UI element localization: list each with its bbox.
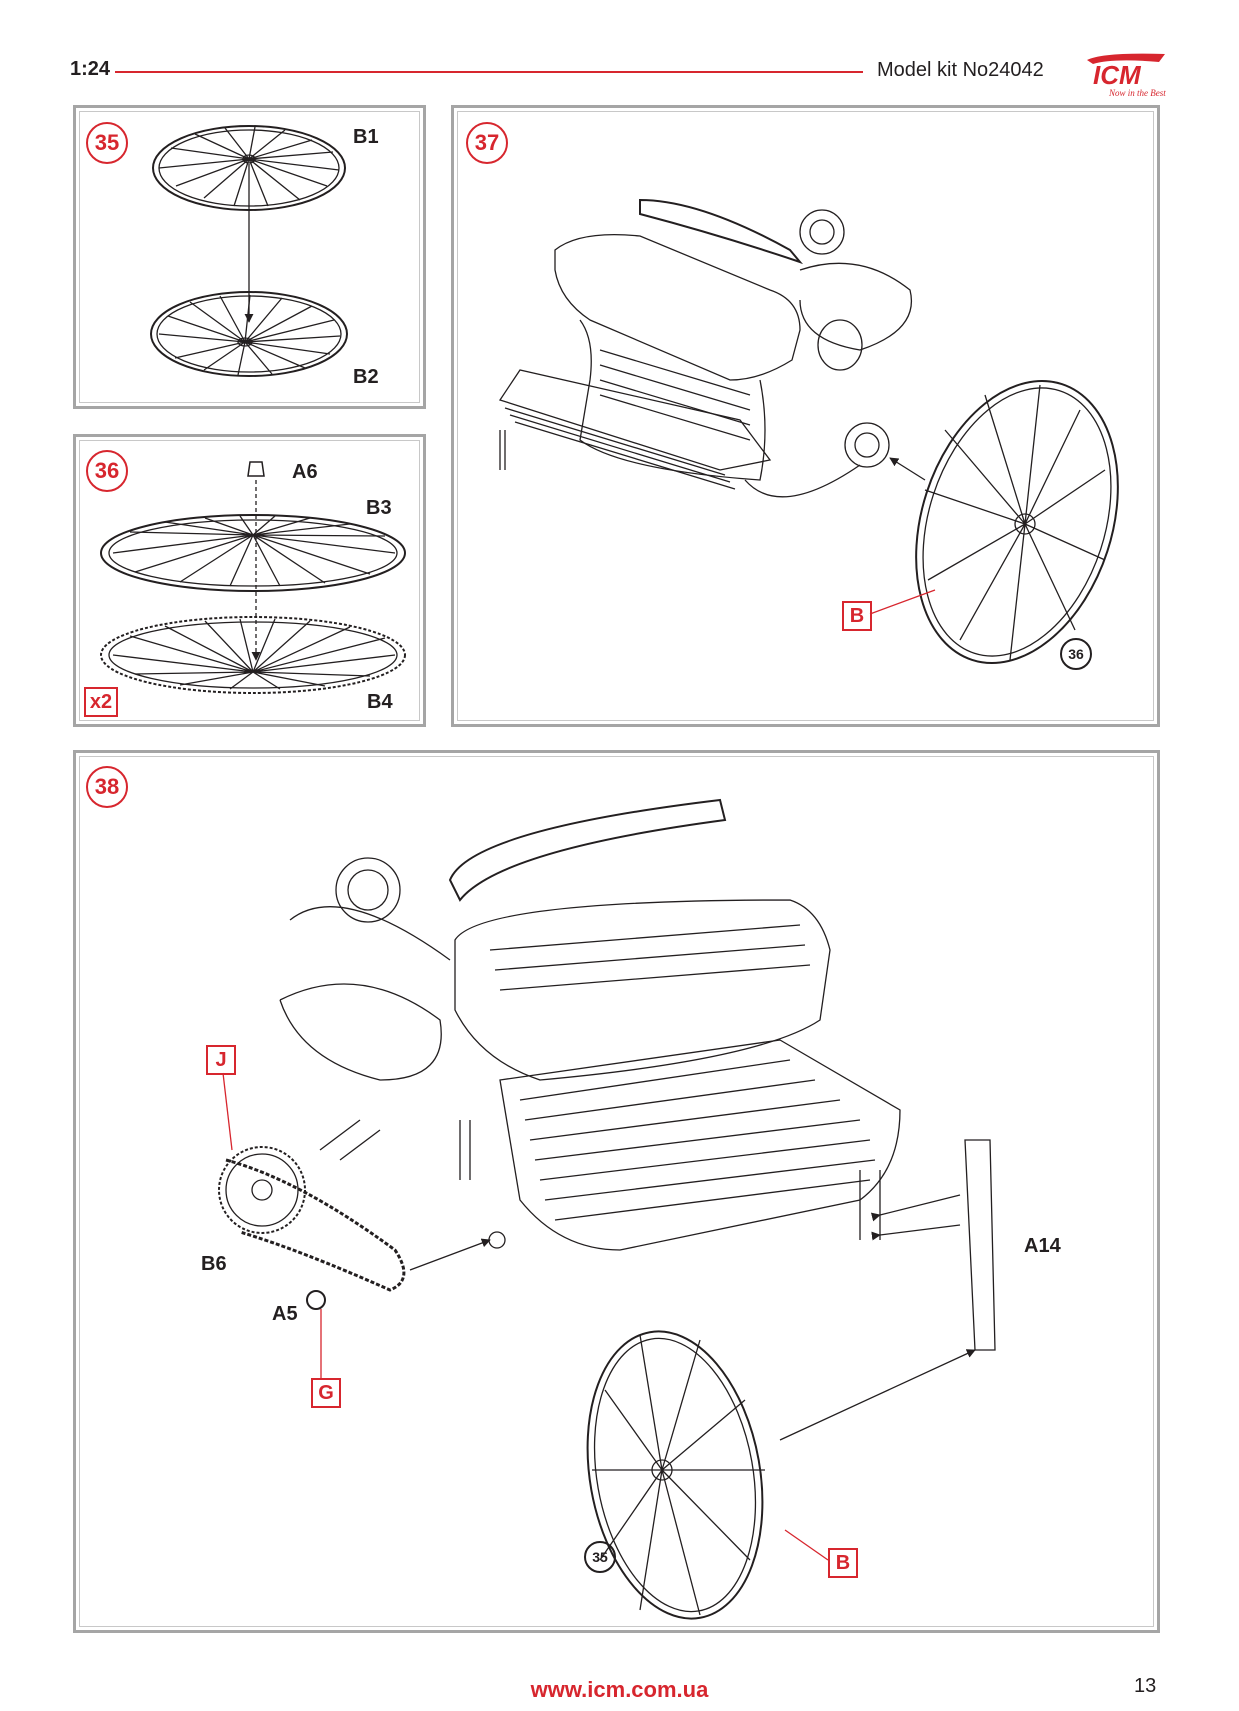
callout-j: J [206, 1045, 236, 1075]
panel-inner-border [79, 111, 420, 403]
step-37-number: 37 [466, 122, 508, 164]
callout-b: B [842, 601, 872, 631]
step-36-number: 36 [86, 450, 128, 492]
part-b3: B3 [366, 497, 392, 519]
callout-g: G [311, 1378, 341, 1408]
ref-step-36: 36 [1060, 638, 1092, 670]
part-b6: B6 [201, 1253, 227, 1275]
page-number: 13 [1134, 1675, 1157, 1697]
step-35-number: 35 [86, 122, 128, 164]
callout-b: B [828, 1548, 858, 1578]
footer-url[interactable]: www.icm.com.ua [530, 1677, 709, 1702]
icm-logo: ICM Now in the Best [1073, 50, 1171, 100]
ref-step-35: 35 [584, 1541, 616, 1573]
header-rule [115, 71, 863, 73]
panel-inner-border [457, 111, 1154, 721]
svg-text:ICM: ICM [1093, 60, 1142, 90]
step-38-number: 38 [86, 766, 128, 808]
part-b1: B1 [353, 126, 379, 148]
step-37-panel [451, 105, 1160, 727]
part-a14: A14 [1024, 1235, 1061, 1257]
part-a5: A5 [272, 1303, 298, 1325]
part-a6: A6 [292, 461, 318, 483]
kit-number: Model kit No24042 [877, 59, 1044, 81]
panel-inner-border [79, 756, 1154, 1627]
part-b2: B2 [353, 366, 379, 388]
step-38-panel [73, 750, 1160, 1633]
part-b4: B4 [367, 691, 393, 713]
panel-inner-border [79, 440, 420, 721]
scale-label: 1:24 [70, 58, 111, 80]
svg-text:Now in the Best: Now in the Best [1108, 88, 1166, 98]
multiplier-badge: x2 [84, 687, 118, 717]
